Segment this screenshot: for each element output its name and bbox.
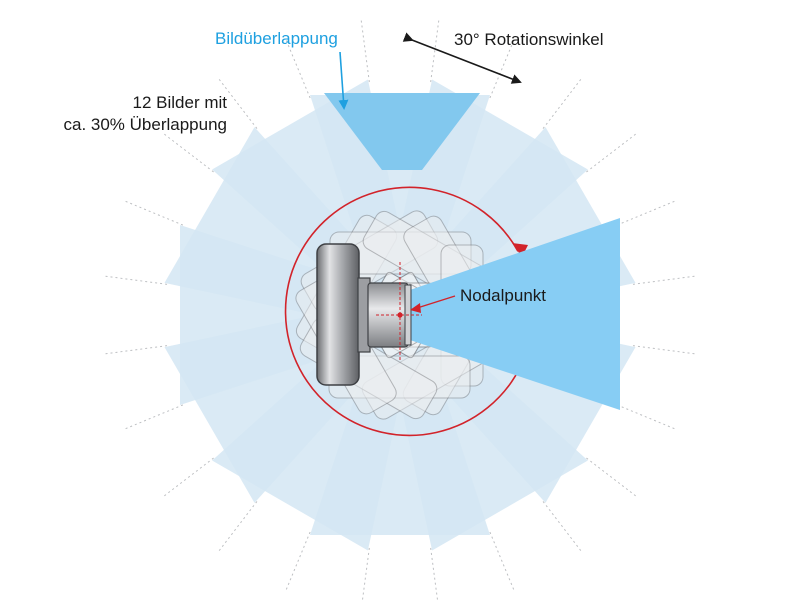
active-view-field [410,218,620,410]
guide-line [430,547,439,605]
guide-line [489,37,516,99]
guide-line [489,531,516,593]
highlighted-overlap-field [324,93,480,170]
rotation-angle-arrow [402,32,522,84]
nodal-pointer-head [410,303,421,313]
camera-body [316,243,360,386]
rotation-arrow-head [512,243,528,257]
rotation-arrow [284,186,521,437]
guide-line [632,275,698,285]
guide-line [361,547,370,605]
image-count-label: 12 Bilder mit ca. 30% Überlappung [63,92,227,136]
overlap-pointer-arrow [338,51,349,110]
guide-line [122,404,184,431]
guide-line [284,531,311,593]
guide-line [102,275,168,285]
guide-line [542,501,584,554]
guide-line [284,37,311,99]
guide-line [216,501,258,554]
guide-line [632,345,698,355]
guide-line [161,131,214,173]
guide-line [616,199,678,226]
guide-line [161,457,214,499]
guide-line [216,76,258,129]
guide-line [586,131,639,173]
nodal-point [397,312,403,318]
guide-line [542,76,584,129]
nodal-point-label: Nodalpunkt [460,286,547,305]
guide-line [586,457,639,499]
guide-line [102,345,168,355]
guide-line [616,404,678,431]
guide-line [122,199,184,226]
guide-line [360,17,370,83]
camera [316,243,422,386]
nodal-pointer-arrow [413,295,456,310]
image-count-line-2: ca. 30% Überlappung [63,115,227,134]
rotation-angle-label: 30° Rotationswinkel [454,30,604,49]
overlap-label: Bildüberlappung [215,29,338,48]
image-count-line-1: 12 Bilder mit [132,93,227,112]
